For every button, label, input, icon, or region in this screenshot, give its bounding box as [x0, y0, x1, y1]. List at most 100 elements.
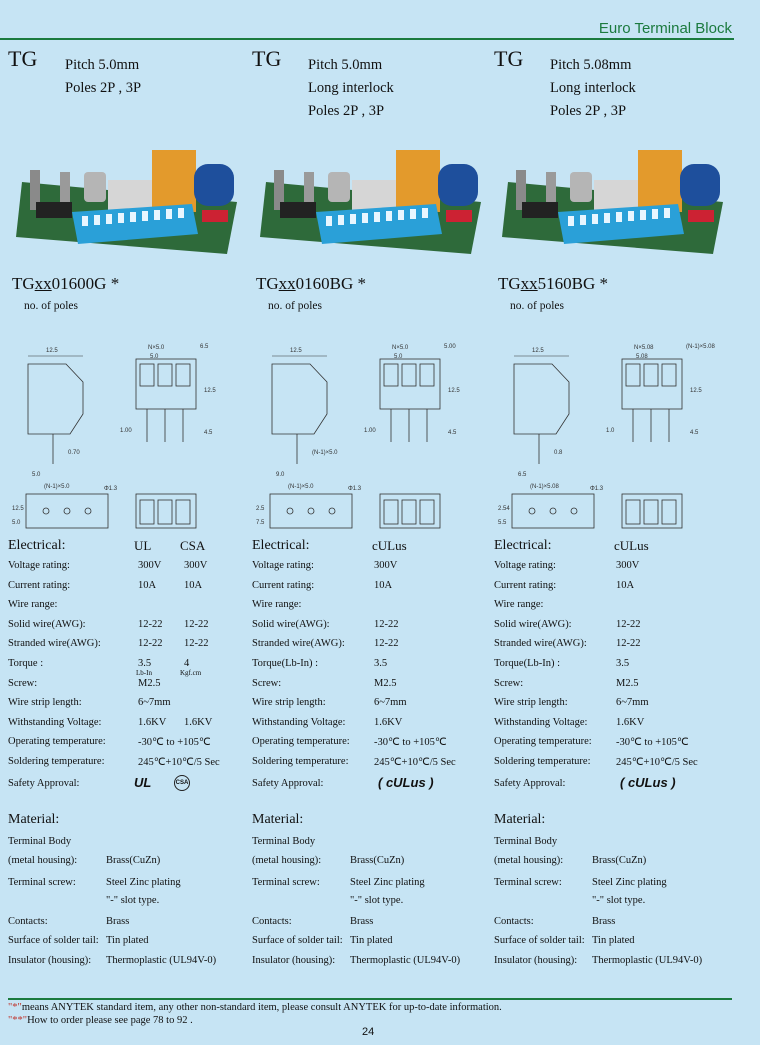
electrical-label: Operating temperature:	[252, 736, 350, 748]
dimension-drawing: 12.5 (N-1)×5.0 9.0 N×5.0 5.00 5.0 12.5 4…	[256, 344, 460, 529]
electrical-value-2: 10A	[184, 579, 203, 591]
spec-line: Poles 2P , 3P	[308, 103, 385, 119]
svg-text:1.0: 1.0	[606, 428, 615, 434]
electrical-row: Soldering temperature:245℃+10℃/5 Sec	[8, 756, 258, 774]
material-value: Steel Zinc plating	[106, 877, 181, 888]
electrical-label: Screw:	[8, 677, 38, 689]
electrical-label: Screw:	[494, 677, 524, 689]
material-value: Tin plated	[350, 935, 393, 946]
electrical-label: Stranded wire(AWG):	[8, 638, 101, 650]
electrical-value: 12-22	[616, 618, 641, 630]
svg-text:(N-1)×5.0: (N-1)×5.0	[44, 484, 70, 490]
electrical-value: 10A	[374, 579, 393, 591]
electrical-value: M2.5	[616, 677, 639, 689]
electrical-label: Wire strip length:	[252, 697, 326, 709]
spec-line: Poles 2P , 3P	[65, 80, 142, 96]
svg-text:12.5: 12.5	[448, 388, 460, 394]
svg-text:6.5: 6.5	[200, 344, 209, 350]
electrical-label: Wire strip length:	[8, 697, 82, 709]
safety-approval-row: Safety Approval:( cULus )	[252, 775, 502, 796]
electrical-value: M2.5	[138, 677, 161, 689]
electrical-row: Voltage rating:300V	[252, 560, 502, 578]
electrical-row: Wire range:	[252, 599, 502, 617]
electrical-value: 245℃+10℃/5 Sec	[138, 757, 220, 768]
electrical-value-2: 12-22	[184, 638, 209, 650]
page-number: 24	[362, 1026, 375, 1038]
material-value: Brass(CuZn)	[350, 855, 405, 866]
material-label: Insulator (housing):	[494, 955, 578, 966]
poles-note: no. of poles	[510, 300, 564, 312]
svg-text:12.5: 12.5	[532, 348, 544, 354]
svg-text:4.5: 4.5	[690, 430, 699, 436]
svg-text:12.5: 12.5	[290, 348, 302, 354]
svg-text:12.5: 12.5	[46, 348, 58, 354]
electrical-row: Operating temperature:-30℃ to +105℃	[494, 736, 744, 754]
dimension-drawing: 12.5 0.8 6.5 N×5.08 (N-1)×5.08 5.08 12.5…	[498, 344, 716, 529]
svg-text:(N-1)×5.0: (N-1)×5.0	[288, 484, 314, 490]
electrical-value: -30℃ to +105℃	[374, 737, 447, 749]
safety-approval-label: Safety Approval:	[8, 778, 80, 789]
material-label: Insulator (housing):	[252, 955, 336, 966]
safety-approval-label: Safety Approval:	[252, 778, 324, 789]
electrical-label: Wire range:	[8, 599, 58, 611]
drawing-frame: 12.5 0.8 6.5 N×5.08 (N-1)×5.08 5.08 12.5…	[494, 334, 734, 529]
material-label: Contacts:	[252, 916, 292, 927]
electrical-row: Wire range:	[494, 599, 744, 617]
electrical-row: Voltage rating:300V	[494, 560, 744, 578]
spec-line: Pitch 5.0mm	[308, 57, 383, 73]
electrical-label: Torque :	[8, 658, 44, 669]
svg-text:7.5: 7.5	[256, 520, 265, 526]
electrical-row: Operating temperature:-30℃ to +105℃	[8, 736, 258, 754]
electrical-value-2: 1.6KV	[184, 716, 213, 728]
material-label: (metal housing):	[252, 855, 322, 866]
material-label: Terminal Body	[8, 836, 72, 847]
electrical-label: Torque(Lb-In) :	[494, 658, 561, 669]
electrical-value: 3.5	[138, 658, 152, 669]
material-value: Steel Zinc plating	[592, 877, 667, 888]
electrical-row: Torque(Lb-In) :3.5	[494, 658, 744, 676]
part-number: TGxx5160BG *	[498, 274, 609, 293]
material-label: (metal housing):	[8, 855, 78, 866]
electrical-value: 3.5	[374, 658, 388, 669]
svg-text:12.5: 12.5	[204, 388, 216, 394]
unit-note: Lb-In	[136, 669, 152, 677]
part-number: TGxx0160BG *	[256, 274, 367, 293]
svg-text:1.00: 1.00	[120, 428, 132, 434]
electrical-value: 12-22	[138, 618, 163, 630]
material-title: Material:	[252, 812, 304, 827]
electrical-title: Electrical:	[494, 538, 552, 553]
electrical-label: Solid wire(AWG):	[8, 618, 86, 630]
electrical-row: Stranded wire(AWG):12-22	[252, 638, 502, 656]
electrical-label: Torque(Lb-In) :	[252, 658, 319, 669]
electrical-value: 10A	[616, 579, 635, 591]
svg-text:0.70: 0.70	[68, 450, 80, 456]
series-name: TG	[8, 46, 38, 71]
electrical-row: Screw:M2.5	[252, 678, 502, 696]
svg-text:12.5: 12.5	[690, 388, 702, 394]
svg-text:6.5: 6.5	[518, 472, 527, 478]
material-title: Material:	[8, 812, 60, 827]
material-label: Surface of solder tail:	[8, 935, 99, 946]
svg-text:4.5: 4.5	[448, 430, 457, 436]
material-label: (metal housing):	[494, 855, 564, 866]
electrical-label: Current rating:	[494, 579, 557, 591]
electrical-value-2: 12-22	[184, 618, 209, 630]
material-label: Terminal screw:	[8, 877, 76, 888]
material-label: Terminal screw:	[494, 877, 562, 888]
spec-line: Long interlock	[308, 80, 394, 96]
svg-text:1.00: 1.00	[364, 428, 376, 434]
electrical-value: 1.6KV	[374, 716, 403, 728]
electrical-row: Current rating: 10A	[494, 580, 744, 598]
material-label: Insulator (housing):	[8, 955, 92, 966]
svg-text:5.0: 5.0	[32, 472, 41, 478]
svg-text:N×5.0: N×5.0	[392, 345, 409, 351]
electrical-label: Wire range:	[494, 599, 544, 611]
svg-text:5.0: 5.0	[394, 354, 403, 360]
electrical-value: 6~7mm	[374, 697, 407, 709]
spec-line: Poles 2P , 3P	[550, 103, 627, 119]
